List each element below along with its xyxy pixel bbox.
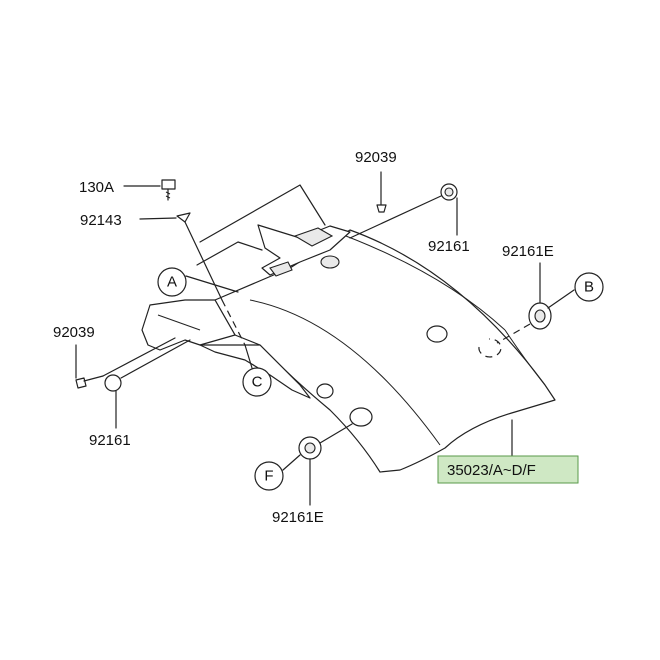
washer-92143[interactable] (176, 212, 191, 223)
label-92143[interactable]: 92143 (80, 212, 122, 229)
assembly-line-hidden (221, 299, 246, 346)
assembly-boundary (196, 184, 326, 266)
callout-f-label: F (264, 468, 273, 485)
leader-92143 (139, 217, 177, 220)
grommet-92161e-right[interactable] (528, 302, 552, 330)
assembly-line-b (547, 289, 575, 309)
label-92161-top[interactable]: 92161 (428, 238, 470, 255)
grommet-92161e-bottom[interactable] (298, 436, 322, 460)
assembly-line-92161e-bottom (319, 423, 353, 444)
callout-a-label: A (167, 274, 177, 291)
assembly-line-92161-left (120, 339, 191, 379)
assembly-line-b-hidden (496, 323, 531, 344)
rear-fender-part[interactable] (141, 229, 556, 473)
fender-hole (316, 383, 334, 399)
bolt-130a[interactable] (161, 179, 176, 201)
fender-hole (349, 407, 373, 427)
callout-a[interactable]: A (157, 267, 239, 297)
assembly-line-f (282, 454, 301, 471)
screw-92039-left[interactable] (75, 375, 104, 389)
assembly-line-92039-left (102, 337, 176, 377)
fender-hole (426, 325, 448, 343)
label-92161-left[interactable]: 92161 (89, 432, 131, 449)
callout-c[interactable]: C (242, 344, 272, 397)
label-92161e-right[interactable]: 92161E (502, 243, 554, 260)
label-35023: 35023/A~D/F (447, 462, 536, 479)
callout-c-label: C (252, 374, 263, 391)
assembly-line-92161-top (349, 195, 442, 239)
label-92039-top[interactable]: 92039 (355, 149, 397, 166)
label-130a[interactable]: 130A (79, 179, 114, 196)
grommet-92161-left[interactable] (104, 374, 122, 392)
label-92039-left[interactable]: 92039 (53, 324, 95, 341)
callout-b[interactable]: B (574, 272, 604, 302)
callout-b-label: B (584, 279, 594, 296)
highlighted-part-number[interactable]: 35023/A~D/F (437, 455, 579, 484)
hidden-hole (478, 338, 502, 358)
label-92161e-bottom[interactable]: 92161E (272, 509, 324, 526)
assembly-line-bolt (184, 221, 223, 301)
callout-f[interactable]: F (254, 461, 284, 491)
fender-bracket[interactable] (257, 224, 351, 277)
grommet-92161-top[interactable] (440, 183, 458, 201)
screw-92039-top[interactable] (376, 171, 387, 213)
